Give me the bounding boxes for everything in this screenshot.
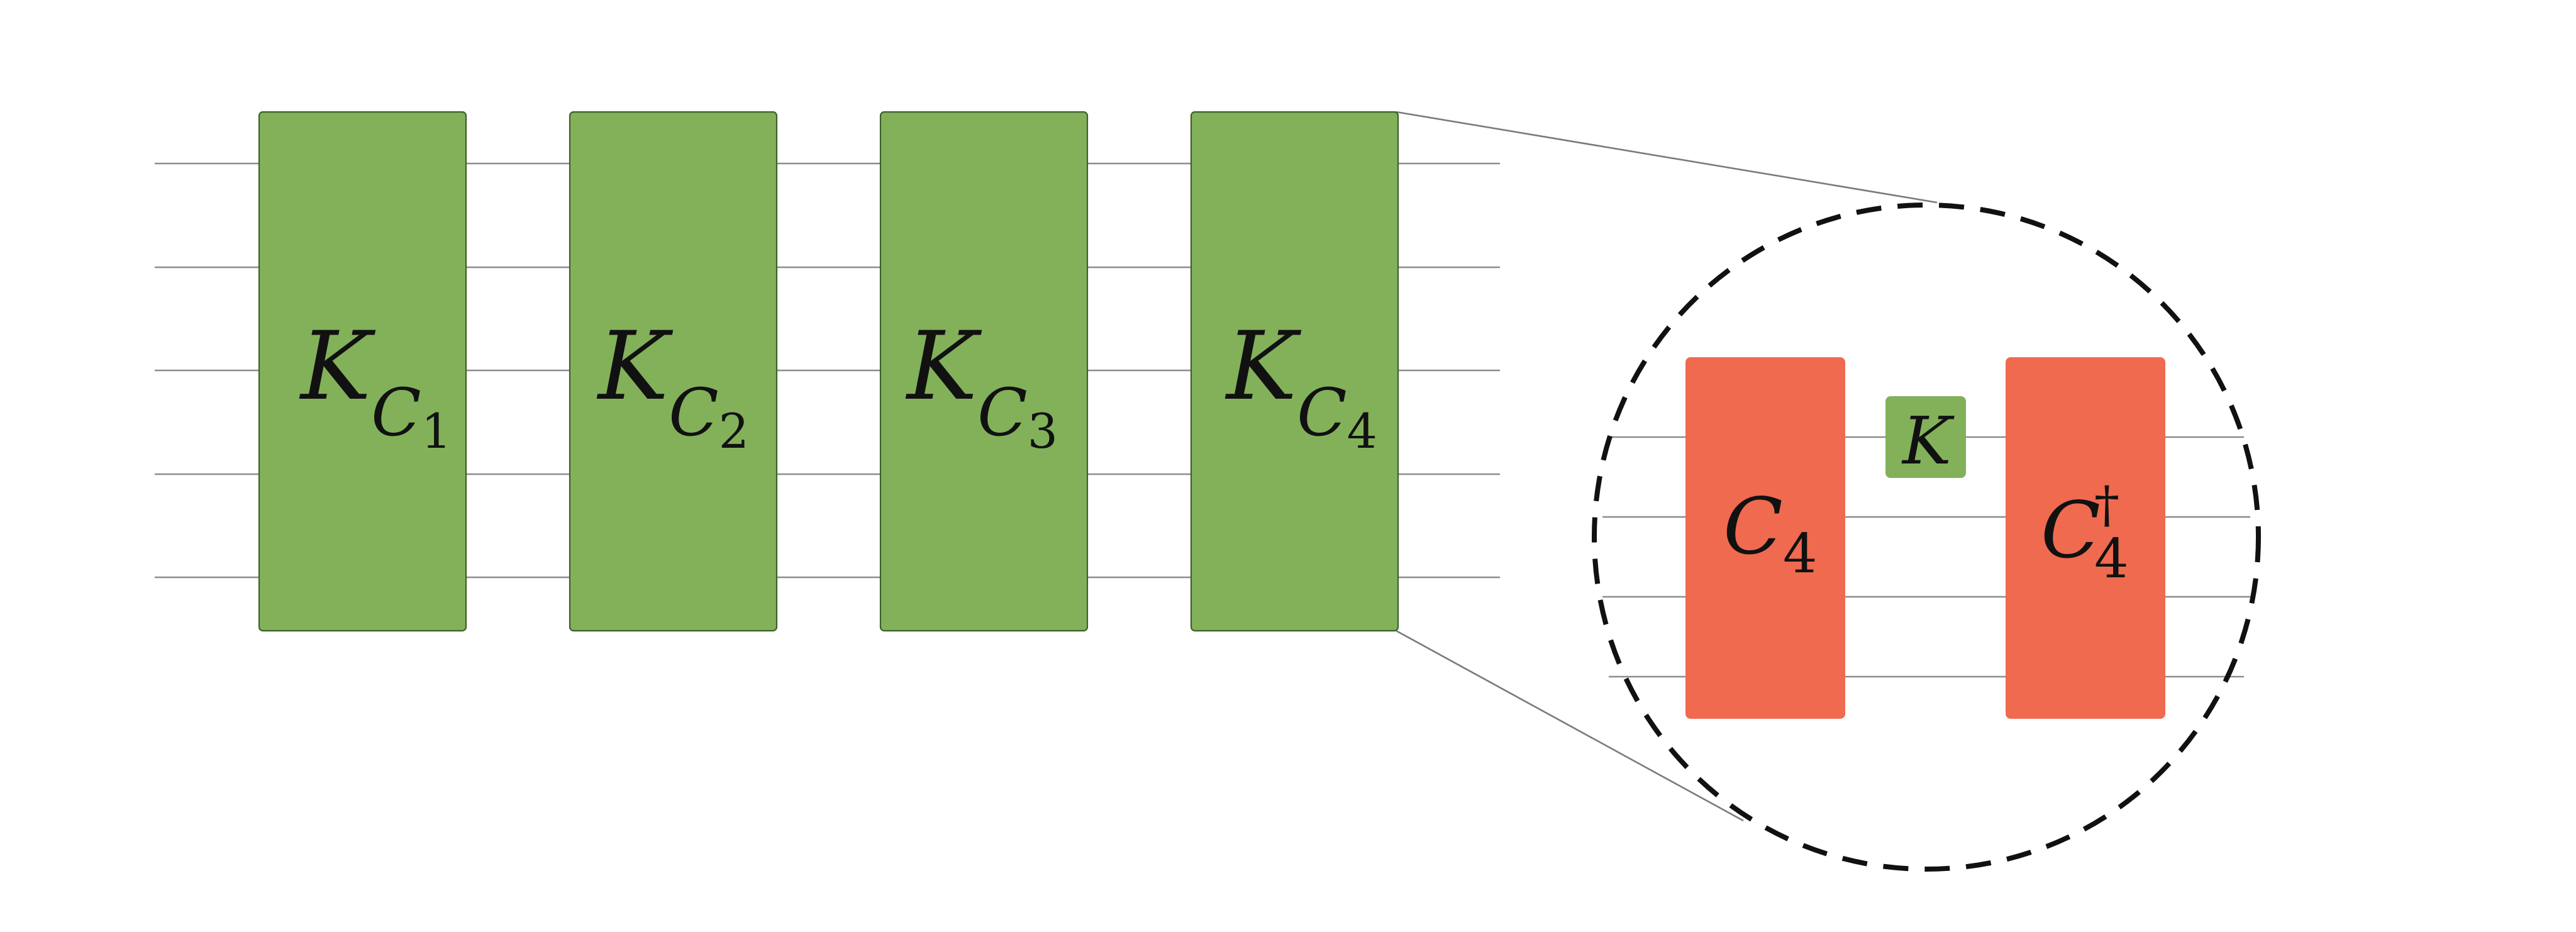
zoom-connector-top [1396,111,1938,204]
gate-k-c2-box [569,111,778,632]
gate-k-c2: KC2 [569,111,778,632]
gate-c4-dagger-subscript: 4 [2094,528,2129,591]
gate-c4: C4 [1685,357,1845,719]
gate-c4-dagger-label: C [2041,485,2101,576]
gate-c4-label: C4 [1723,482,1818,585]
gate-k-c3: KC3 [879,111,1089,632]
gate-k-c3-label: KC3 [905,312,1058,459]
gate-k-c1: KC1 [258,111,467,632]
gate-c4-dagger-superscript: † [2094,475,2119,534]
gate-k-c3-box [879,111,1089,632]
gate-k-box [1885,396,1966,478]
gate-k-c4: KC4 [1190,111,1399,632]
gate-k-c1-box [258,111,467,632]
gate-k-c2-label: KC2 [596,312,749,459]
gate-k-c4-box [1190,111,1399,632]
gate-c4-box [1685,357,1845,719]
gate-k-c4-label: KC4 [1224,312,1377,459]
gate-k: K [1885,396,1966,479]
gate-k-label: K [1901,402,1955,479]
zoom-circle [1592,202,2261,872]
gate-c4-dagger: C † 4 [2006,357,2165,719]
gate-k-c1-label: KC1 [299,312,452,459]
gate-c4-dagger-box [2006,357,2165,719]
zoom-connector-bottom [1396,630,1744,822]
